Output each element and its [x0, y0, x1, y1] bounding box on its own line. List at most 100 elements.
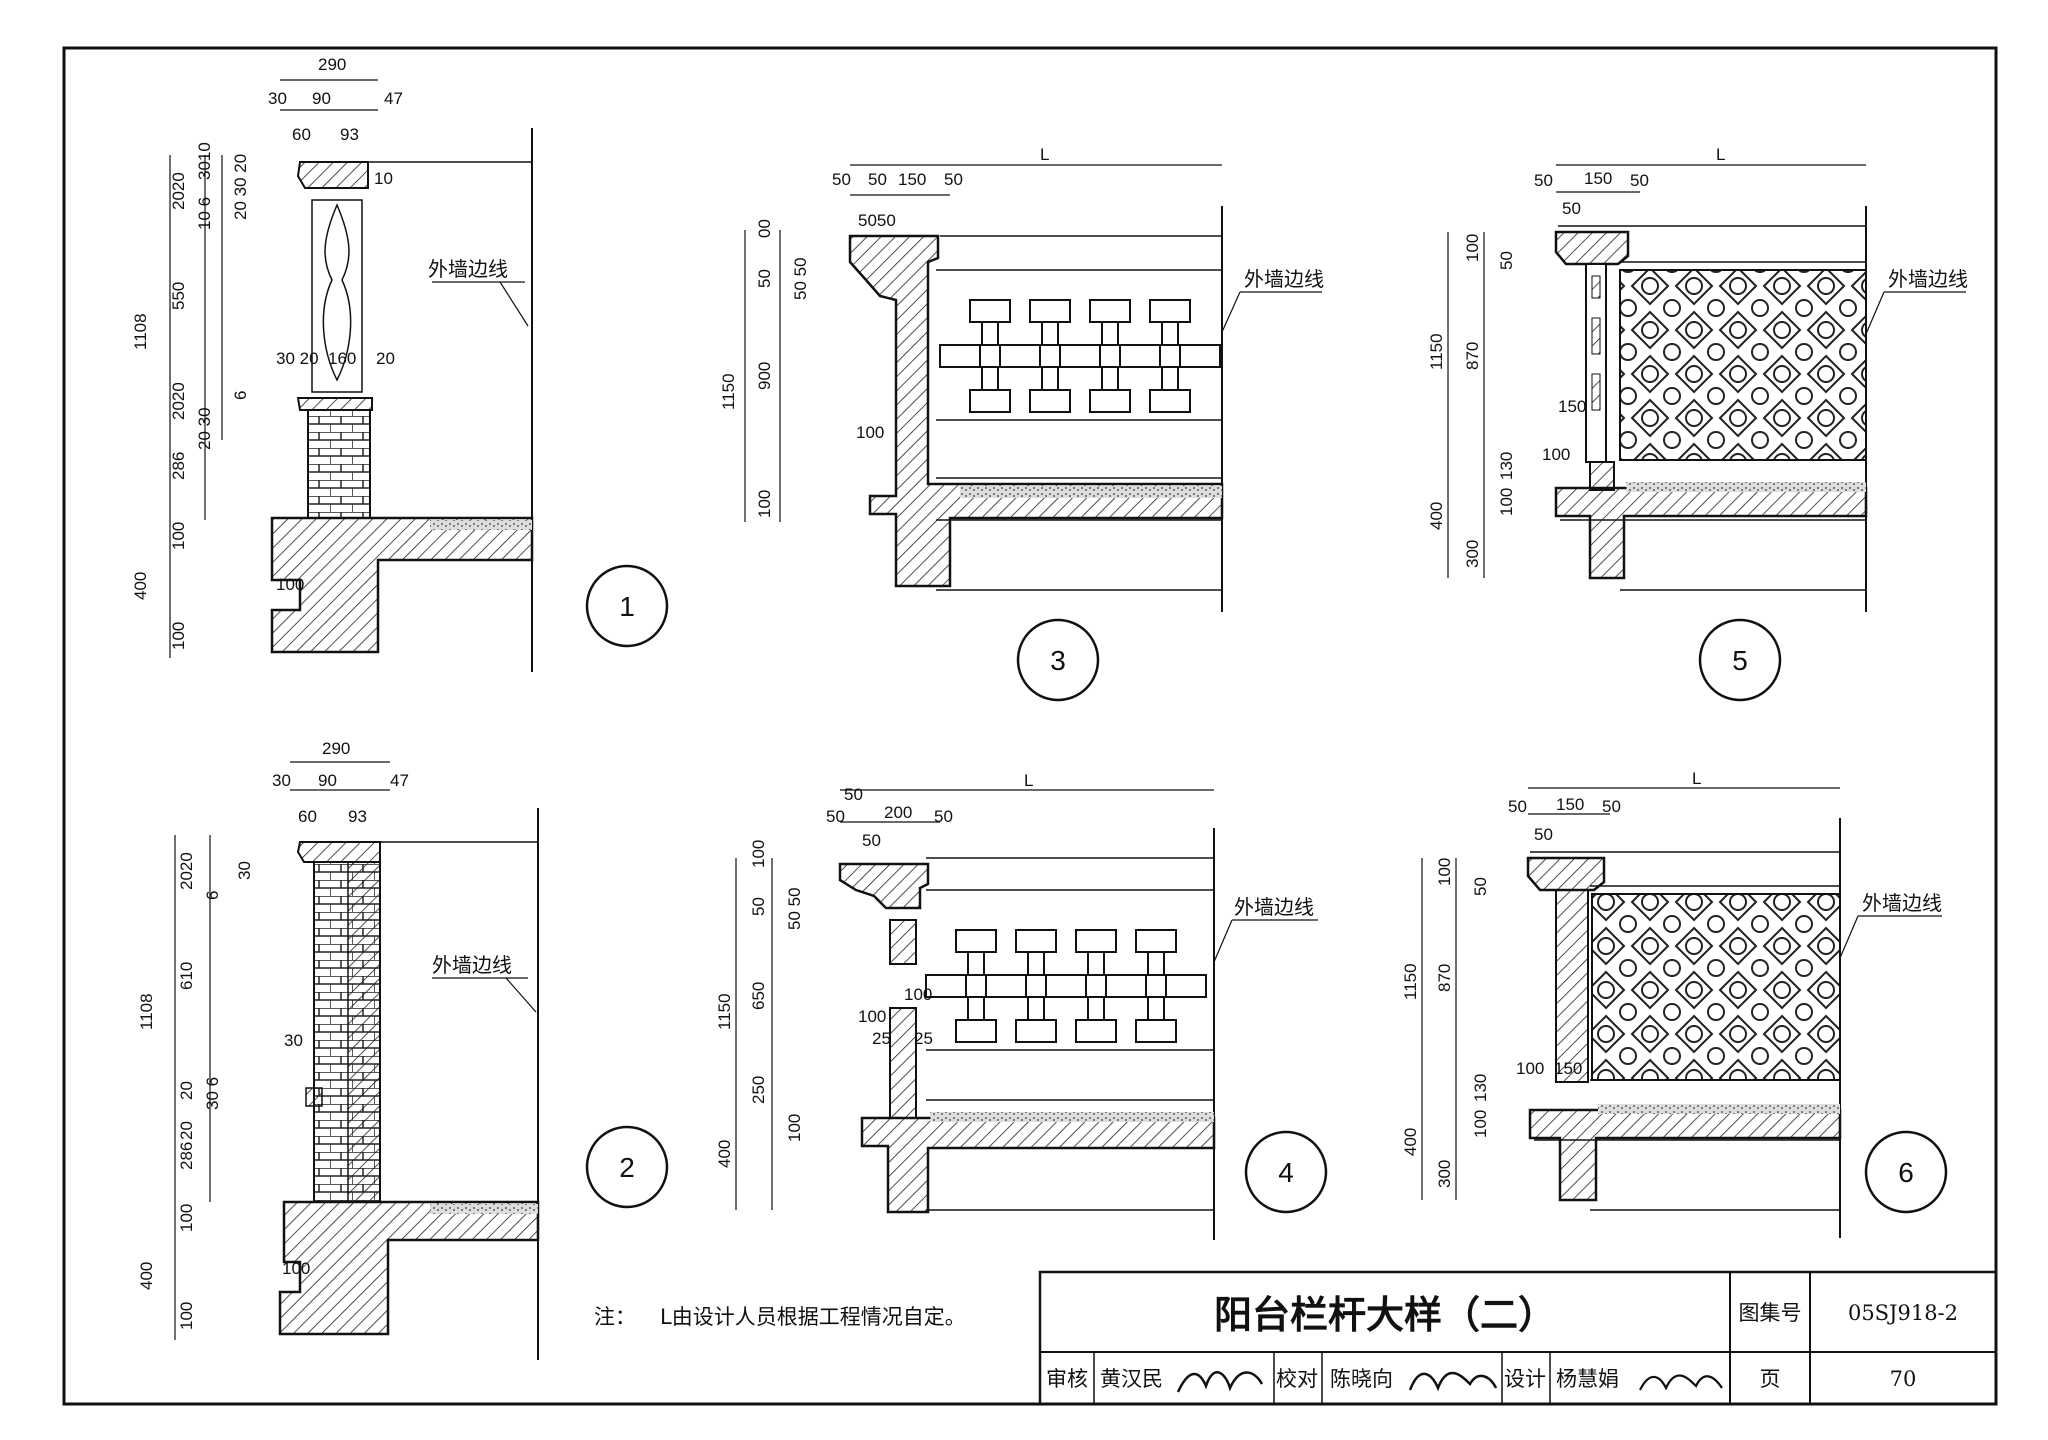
d3-dim-1150: 1150	[719, 373, 738, 410]
designer-name: 杨慧娟	[1556, 1367, 1619, 1391]
d5-dim-100top: 100	[1463, 234, 1482, 262]
detail-1-number: 1	[619, 591, 635, 622]
d6-dim-870: 870	[1435, 964, 1454, 992]
d2-dim-90: 90	[318, 771, 337, 790]
d3-dim-50b: 50	[868, 170, 887, 189]
d2-dim-s7: 30	[284, 1031, 303, 1050]
sheet-title: 阳台栏杆大样（二）	[1214, 1293, 1556, 1337]
d1-dim-s2: 2020	[169, 382, 188, 420]
d4-outer-wall-label: 外墙边线	[1234, 895, 1314, 919]
detail-3-number: 3	[1050, 645, 1066, 676]
d6-dim-1150: 1150	[1401, 963, 1420, 1000]
d6-dim-100: 100	[1471, 1110, 1490, 1138]
d1-dim-s5: 20 30 20	[231, 154, 250, 220]
d1-dim-s11: 6	[231, 391, 250, 400]
reviewer-signature	[1176, 1371, 1264, 1393]
d1-dim-93: 93	[340, 125, 359, 144]
d2-dim-s2: 20	[177, 1081, 196, 1100]
d2-dim-s5: 6	[203, 891, 222, 900]
title-block: 阳台栏杆大样（二） 图集号 05SJ918-2 页 70 审核 黄汉民 校对 陈…	[1038, 1270, 1998, 1406]
d5-outer-wall-label: 外墙边线	[1888, 267, 1968, 291]
d1-dim-s4: 10 6	[195, 197, 214, 230]
d2-dim-s4: 30	[235, 861, 254, 880]
d5-dim-100: 100	[1497, 488, 1516, 516]
d2-dim-47: 47	[390, 771, 409, 790]
d4-dim-s3: 25	[872, 1029, 891, 1048]
d4-dim-s4: 25	[914, 1029, 933, 1048]
detail-6: L 50 150 50 50 1150 870 400 300 130 100 …	[1401, 769, 1948, 1238]
d4-dim-100top: 100	[749, 840, 768, 868]
d6-dim-400: 400	[1401, 1128, 1420, 1156]
d3-dim-5050: 50 50	[791, 257, 810, 300]
d5-dim-130: 130	[1497, 452, 1516, 480]
d3-dim-L: L	[1040, 145, 1049, 164]
d3-dim-150: 150	[898, 170, 926, 189]
checker-signature	[1408, 1371, 1498, 1392]
d2-dim-400: 400	[137, 1262, 156, 1290]
page-label: 页	[1760, 1367, 1781, 1391]
d5-dim-50a: 50	[1534, 171, 1553, 190]
d4-dim-400: 400	[715, 1140, 734, 1168]
d6-dim-100top: 100	[1435, 858, 1454, 886]
d3-outer-wall-label: 外墙边线	[1244, 267, 1324, 291]
d3-dim-100b: 100	[856, 423, 884, 442]
detail-5-number: 5	[1732, 645, 1748, 676]
detail-5: L 50 150 50 50 1150 870 400 300 130 100 …	[1427, 145, 1968, 702]
atlas-label: 图集号	[1739, 1301, 1802, 1325]
d6-dim-s2: 150	[1554, 1059, 1582, 1078]
detail-3-marker	[1016, 618, 1100, 702]
d2-dim-100a: 100	[177, 1204, 196, 1232]
d6-dim-130: 130	[1471, 1074, 1490, 1102]
d4-dim-5050: 50 50	[785, 887, 804, 930]
d6-dim-50c: 50	[1534, 825, 1553, 844]
d1-dim-550: 550	[169, 282, 188, 310]
d3-dim-50: 50	[755, 269, 774, 288]
detail-4: L 50 50 200 50 50 1150 650 250 400 100 5…	[715, 771, 1328, 1240]
d3-dim-5050: 5050	[858, 211, 896, 230]
d2-dim-s6: 30 6	[203, 1077, 222, 1110]
d4-dim-s1: 100	[904, 985, 932, 1004]
d1-dim-s8: 160	[328, 349, 356, 368]
d1-outer-wall-label: 外墙边线	[428, 257, 508, 281]
d2-dim-1108: 1108	[137, 993, 156, 1030]
d5-dim-50: 50	[1497, 251, 1516, 270]
d2-dim-s3: 20	[177, 1121, 196, 1140]
d6-dim-50: 50	[1471, 877, 1490, 896]
d2-dim-30: 30	[272, 771, 291, 790]
detail-1-marker	[585, 564, 669, 648]
d5-dim-870: 870	[1463, 342, 1482, 370]
d1-dim-s6: 10	[374, 169, 393, 188]
reviewer-name: 黄汉民	[1100, 1367, 1163, 1391]
d1-dim-s7: 30 20	[276, 349, 319, 368]
d2-dim-286: 286	[177, 1142, 196, 1170]
d4-dim-L: L	[1024, 771, 1033, 790]
d5-dim-400: 400	[1427, 502, 1446, 530]
detail-2-marker	[585, 1125, 669, 1209]
d5-dim-s1: 150	[1558, 397, 1586, 416]
d6-dim-50a: 50	[1508, 797, 1527, 816]
d3-dim-100: 100	[755, 490, 774, 518]
d3-dim-50c: 50	[944, 170, 963, 189]
d4-dim-50c: 50	[934, 807, 953, 826]
d1-dim-s3: 3010	[195, 142, 214, 180]
d2-outer-wall-label: 外墙边线	[432, 953, 512, 977]
detail-5-marker	[1698, 618, 1782, 702]
atlas-number: 05SJ918-2	[1848, 1301, 1958, 1325]
d5-dim-50c: 50	[1562, 199, 1581, 218]
d6-outer-wall-label: 外墙边线	[1862, 891, 1942, 915]
d1-dim-47: 47	[384, 89, 403, 108]
d4-dim-50: 50	[749, 897, 768, 916]
d6-dim-L: L	[1692, 769, 1701, 788]
detail-2: 290 30 90 47 60 93 1108 610 400 286 100 …	[137, 739, 669, 1360]
d6-dim-150: 150	[1556, 795, 1584, 814]
design-label: 设计	[1504, 1367, 1546, 1391]
d1-dim-s10: 20 30	[195, 407, 214, 450]
d1-dim-1108: 1108	[131, 313, 150, 350]
d1-dim-286: 286	[169, 452, 188, 480]
d4-dim-s2: 100	[858, 1007, 886, 1026]
d2-dim-60: 60	[298, 807, 317, 826]
d3-dim-00: 00	[755, 219, 774, 238]
d1-dim-60: 60	[292, 125, 311, 144]
d6-dim-s1: 100	[1516, 1059, 1544, 1078]
d3-dim-900: 900	[755, 362, 774, 390]
